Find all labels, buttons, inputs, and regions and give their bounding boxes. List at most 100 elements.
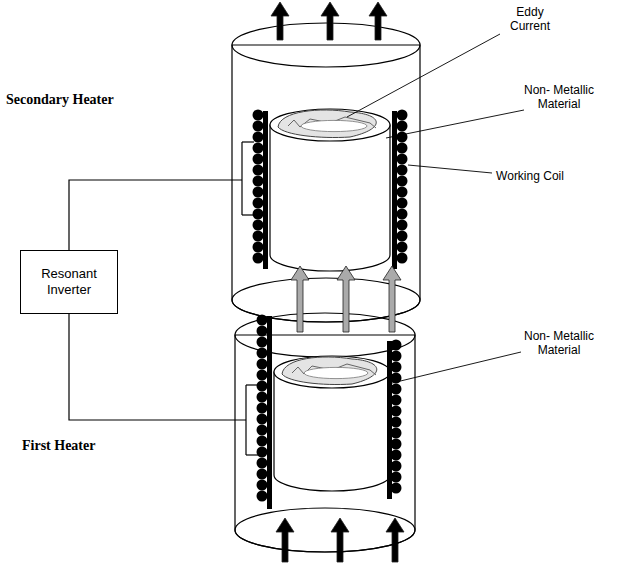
coil-turn	[391, 428, 402, 439]
coil-turn	[397, 176, 408, 187]
coil-turn	[397, 110, 408, 121]
heater-label: First Heater	[22, 438, 172, 454]
supply-wire	[246, 454, 258, 455]
first-inner-material-body	[274, 372, 390, 491]
coil-turn	[391, 406, 402, 417]
leader-line	[347, 34, 500, 117]
inverter-box: Resonant Inverter	[20, 250, 118, 314]
heater-label: Secondary Heater	[6, 92, 176, 108]
secondary-left-coil	[253, 110, 269, 270]
supply-wire	[69, 314, 246, 420]
coil-turn	[253, 121, 264, 132]
coil-turn	[397, 198, 408, 209]
coil-turn	[253, 165, 264, 176]
secondary-inner-material-top	[270, 109, 390, 141]
leader-line	[386, 110, 524, 138]
coil-turn	[257, 469, 268, 480]
part-label: Eddy Current	[495, 6, 565, 34]
inflow-arrow	[386, 518, 404, 562]
coil-turn	[397, 154, 408, 165]
secondary-right-coil	[392, 110, 408, 270]
coil-turn	[391, 450, 402, 461]
coil-turn	[253, 231, 264, 242]
coil-turn	[253, 143, 264, 154]
coil-turn	[391, 351, 402, 362]
supply-wire	[245, 385, 246, 455]
inflow-arrow	[276, 518, 294, 562]
coil-turn	[253, 253, 264, 264]
secondary-heater-cylinder-top	[232, 23, 420, 67]
coil-turn	[253, 242, 264, 253]
coil-turn	[391, 362, 402, 373]
coil-bar	[267, 316, 272, 509]
coil-turn	[257, 337, 268, 348]
part-label: Non- Metallic Material	[520, 84, 598, 112]
transfer-arrow	[383, 266, 401, 332]
coil-turn	[253, 187, 264, 198]
transfer-arrow	[291, 266, 309, 332]
supply-wire	[246, 384, 258, 385]
coil-turn	[391, 439, 402, 450]
coil-turn	[257, 491, 268, 502]
coil-turn	[257, 403, 268, 414]
supply-wire	[242, 214, 254, 215]
first-right-coil	[387, 340, 402, 500]
inverter-label: Resonant Inverter	[34, 266, 104, 297]
part-label: Non- Metallic Material	[520, 330, 598, 358]
coil-turn	[257, 370, 268, 381]
coil-turn	[397, 220, 408, 231]
coil-turn	[257, 348, 268, 359]
secondary-eddy-current	[278, 110, 376, 138]
coil-turn	[253, 176, 264, 187]
coil-turn	[253, 154, 264, 165]
eddy-ring	[278, 110, 376, 138]
coil-turn	[397, 242, 408, 253]
eddy-core	[301, 120, 367, 131]
outflow-arrow	[369, 2, 387, 40]
coil-turn	[397, 209, 408, 220]
coil-turn	[391, 395, 402, 406]
coil-turn	[257, 414, 268, 425]
outflow-arrow	[271, 2, 289, 40]
supply-wire	[69, 180, 242, 250]
first-inner-material	[274, 356, 390, 491]
coil-turn	[391, 483, 402, 494]
coil-turn	[391, 340, 402, 351]
coil-turn	[257, 392, 268, 403]
supply-wire	[241, 142, 242, 215]
coil-turn	[253, 198, 264, 209]
part-label: Working Coil	[495, 170, 565, 184]
coil-turn	[257, 425, 268, 436]
eddy-ring	[282, 357, 377, 385]
supply-wire	[242, 141, 254, 142]
first-heater-cylinder	[235, 313, 415, 552]
coil-turn	[257, 359, 268, 370]
first-eddy-current	[282, 357, 377, 385]
coil-turn	[253, 132, 264, 143]
first-left-coil	[257, 315, 273, 510]
coil-turn	[397, 121, 408, 132]
secondary-inner-material-body	[270, 125, 390, 271]
coil-turn	[397, 187, 408, 198]
coil-turn	[253, 220, 264, 231]
coil-bar	[392, 111, 397, 269]
transfer-arrow	[337, 266, 355, 332]
coil-turn	[397, 143, 408, 154]
coil-turn	[253, 209, 264, 220]
coil-turn	[253, 110, 264, 121]
coil-turn	[391, 472, 402, 483]
secondary-inner-material	[270, 109, 390, 271]
coil-turn	[391, 384, 402, 395]
coil-turn	[257, 458, 268, 469]
coil-turn	[257, 436, 268, 447]
first-heater-cylinder-bottom	[235, 508, 415, 552]
coil-turn	[257, 480, 268, 491]
coil-turn	[397, 132, 408, 143]
first-heater-cylinder-body	[235, 335, 415, 552]
coil-bar	[263, 111, 268, 269]
first-inner-material-top	[274, 356, 390, 388]
outflow-arrow	[321, 2, 339, 40]
coil-turn	[257, 326, 268, 337]
coil-turn	[397, 253, 408, 264]
